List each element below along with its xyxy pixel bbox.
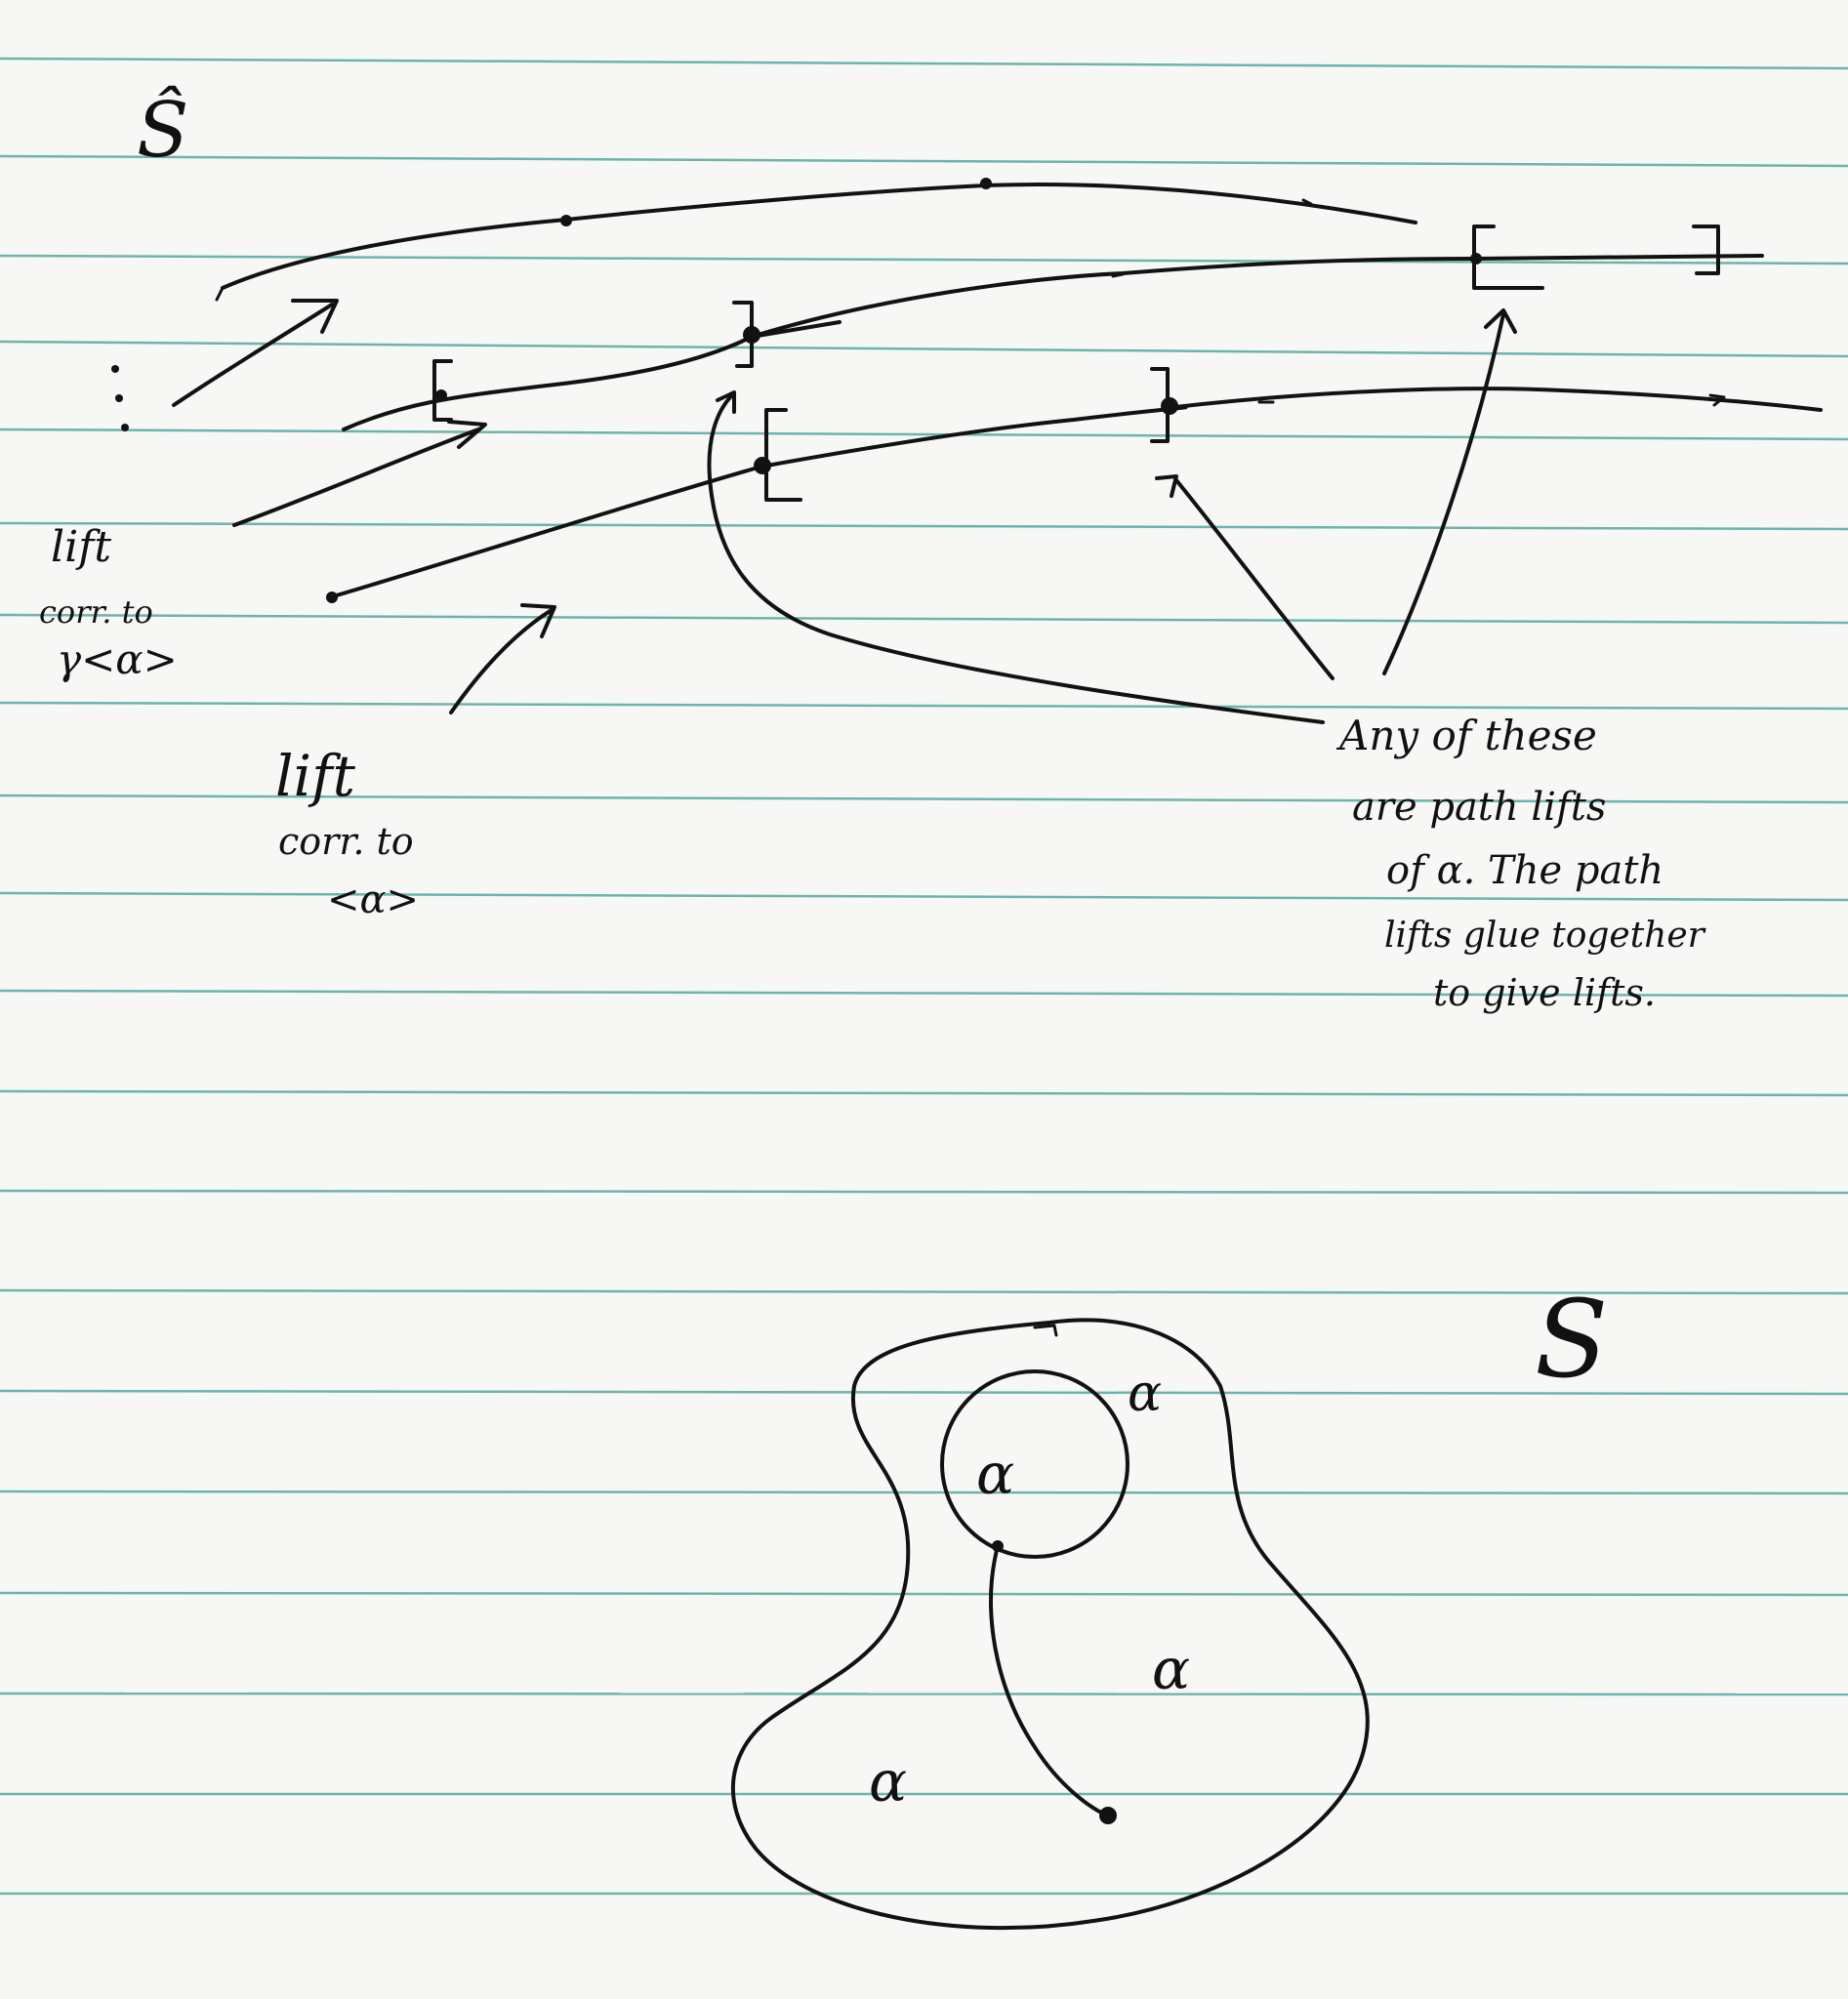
boundary-loop bbox=[940, 1369, 1129, 1559]
surface-outline bbox=[730, 1318, 1370, 1931]
strand-arrowhead bbox=[1708, 393, 1726, 407]
ruled-lines bbox=[0, 57, 1848, 1896]
strand-point bbox=[326, 592, 338, 603]
strand-tick bbox=[1111, 272, 1125, 278]
arrow-note-to-right-bracket bbox=[1382, 308, 1517, 675]
lift-gamma-line-1: lift bbox=[51, 522, 111, 572]
note-line-5: to give lifts. bbox=[1433, 971, 1656, 1014]
ellipsis-dots bbox=[111, 365, 129, 431]
lift-gamma-label: lift corr. to γ<α> bbox=[39, 522, 178, 683]
arrow-note-to-middle-bracket bbox=[1155, 474, 1335, 680]
outline-tick bbox=[1033, 1324, 1058, 1337]
note-line-4: lifts glue together bbox=[1384, 916, 1706, 956]
note-line-3: of α. The path bbox=[1386, 848, 1663, 893]
strand-tick bbox=[1301, 198, 1313, 206]
note-line-2: are path lifts bbox=[1352, 785, 1606, 830]
bracket-open bbox=[1472, 224, 1544, 290]
path-endpoint bbox=[1099, 1807, 1117, 1824]
strand-point bbox=[560, 215, 572, 226]
lift-strand-lower-left bbox=[328, 465, 763, 599]
strand-point bbox=[980, 178, 992, 189]
alpha-marks: α α α α bbox=[869, 1365, 1190, 1815]
lift-strand-middle bbox=[342, 335, 754, 431]
path-in-surface bbox=[989, 1544, 1110, 1817]
lift-gamma-line-2: corr. to bbox=[39, 593, 153, 631]
arrow-note-to-left-bracket bbox=[707, 390, 1325, 724]
note-line-1: Any of these bbox=[1335, 712, 1597, 759]
strand-point bbox=[435, 389, 447, 401]
lift-alpha-line-3: <α> bbox=[327, 877, 419, 922]
bracket-open bbox=[432, 359, 453, 422]
path-endpoint bbox=[992, 1540, 1004, 1552]
lift-strand-lower bbox=[760, 387, 1823, 469]
strand-start bbox=[215, 286, 225, 302]
path-lifts-note: Any of these are path lifts of α. The pa… bbox=[1335, 712, 1706, 1014]
bracket-close bbox=[732, 301, 754, 368]
s-hat-text: Ŝ bbox=[137, 84, 188, 175]
lift-strand-second bbox=[750, 254, 1764, 339]
bracket-open bbox=[764, 408, 802, 502]
lift-alpha-line-2: corr. to bbox=[278, 820, 414, 863]
base-surface-label: S bbox=[1535, 1277, 1608, 1402]
alpha-mark: α bbox=[976, 1441, 1014, 1507]
alpha-mark: α bbox=[869, 1748, 907, 1815]
arrow-lift-gamma bbox=[232, 420, 487, 527]
covering-space-label: Ŝ bbox=[137, 84, 188, 175]
arrow-lift-alpha bbox=[449, 603, 556, 714]
lift-alpha-label: lift corr. to <α> bbox=[275, 743, 419, 922]
lift-gamma-line-3: γ<α> bbox=[57, 635, 178, 683]
alpha-mark: α bbox=[1152, 1636, 1190, 1702]
arrow-up-right bbox=[172, 299, 339, 407]
lift-alpha-line-1: lift bbox=[275, 743, 356, 809]
strand-segment bbox=[750, 320, 842, 339]
lift-strand-top bbox=[221, 183, 1417, 290]
s-text: S bbox=[1535, 1277, 1608, 1402]
bracket-close bbox=[1150, 367, 1170, 443]
bracket-close bbox=[1692, 224, 1720, 275]
alpha-mark: α bbox=[1128, 1365, 1162, 1423]
